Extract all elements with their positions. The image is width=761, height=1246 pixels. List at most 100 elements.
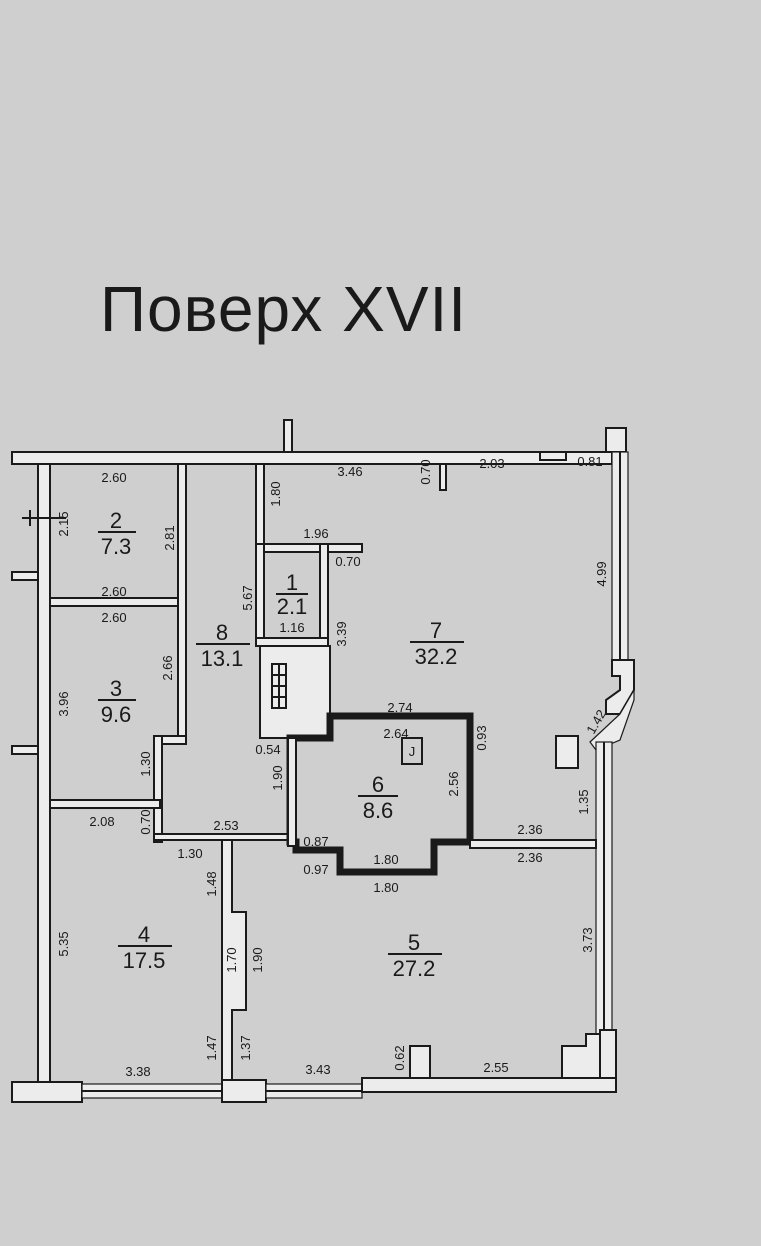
- room-number-8: 8: [216, 620, 228, 645]
- wall-pier-bottom-mid: [409, 1045, 431, 1079]
- wall-room-2-8: [177, 463, 187, 745]
- dim-label: 2.64: [383, 726, 408, 741]
- window-right-bay: [589, 687, 635, 751]
- dim-label: 2.15: [56, 511, 71, 536]
- dim-label: 2.36: [517, 850, 542, 865]
- room-area-5: 27.2: [393, 956, 436, 981]
- wall-room-6-left: [287, 737, 297, 847]
- room-number-2: 2: [110, 508, 122, 533]
- dim-label: 2.53: [213, 818, 238, 833]
- dim-label: 1.37: [238, 1035, 253, 1060]
- ventilation-block: [259, 645, 331, 739]
- wall-corner-right: [605, 659, 635, 715]
- room-label-8: 8 13.1: [196, 620, 250, 671]
- dim-label: 0.93: [474, 725, 489, 750]
- room-label-2: 2 7.3: [98, 508, 136, 559]
- wall-stub-top: [283, 419, 293, 453]
- dim-label: 3.38: [125, 1064, 150, 1079]
- dim-label: 3.46: [337, 464, 362, 479]
- wall-stub-left-2: [11, 745, 39, 755]
- dim-label: 5.35: [56, 931, 71, 956]
- room-area-4: 17.5: [123, 948, 166, 973]
- wall-room-2-3: [49, 597, 181, 607]
- room-number-3: 3: [110, 676, 122, 701]
- exterior-wall-bottom-right: [361, 1077, 617, 1093]
- exterior-wall-bottom-left: [11, 1081, 83, 1103]
- dim-label: 0.70: [335, 554, 360, 569]
- dim-label: 0.81: [577, 454, 602, 469]
- exterior-wall-top: [11, 451, 613, 465]
- wall-stub-left-1: [11, 571, 39, 581]
- dim-label: 0.70: [418, 459, 433, 484]
- dim-label: 0.70: [138, 809, 153, 834]
- room-number-5: 5: [408, 930, 420, 955]
- dim-label: 2.81: [162, 525, 177, 550]
- room-area-3: 9.6: [101, 702, 132, 727]
- dim-label: 1.80: [373, 880, 398, 895]
- dim-label: 1.90: [250, 947, 265, 972]
- dim-label: 0.54: [255, 742, 280, 757]
- wall-step-bottom-right: [561, 1033, 601, 1079]
- dim-label: 1.16: [279, 620, 304, 635]
- room-label-5: 5 27.2: [388, 930, 442, 981]
- dim-label: 3.39: [334, 621, 349, 646]
- electrical-panel: [401, 737, 423, 765]
- dim-label: 2.03: [479, 456, 504, 471]
- dim-label: 0.62: [392, 1045, 407, 1070]
- wall-room-1-right: [319, 543, 329, 645]
- room-area-2: 7.3: [101, 534, 132, 559]
- wall-room-8-7: [255, 463, 265, 545]
- dim-label: 2.56: [446, 771, 461, 796]
- dim-label: 1.90: [270, 765, 285, 790]
- wall-corner-top-right: [605, 427, 627, 453]
- wall-room-1-left: [255, 543, 265, 645]
- wall-room-1-top: [255, 543, 363, 553]
- electrical-panel-mark: J: [409, 744, 416, 759]
- wall-room-3-8: [153, 735, 163, 843]
- room-number-4: 4: [138, 922, 150, 947]
- dim-label: 2.66: [160, 655, 175, 680]
- room-area-8: 13.1: [201, 646, 244, 671]
- dim-label: 1.80: [373, 852, 398, 867]
- room-label-6: 6 8.6: [358, 772, 398, 823]
- room-area-1: 2.1: [277, 594, 308, 619]
- room-area-7: 32.2: [415, 644, 458, 669]
- dim-label: 2.55: [483, 1060, 508, 1075]
- wall-stub-room-7: [439, 463, 447, 491]
- dim-label: 1.48: [204, 871, 219, 896]
- dim-label: 2.08: [89, 814, 114, 829]
- dim-label: 2.74: [387, 700, 412, 715]
- dim-label: 5.67: [240, 585, 255, 610]
- dim-label: 0.97: [303, 862, 328, 877]
- room-number-6: 6: [372, 772, 384, 797]
- dim-label: 1.70: [224, 947, 239, 972]
- room-label-4: 4 17.5: [118, 922, 172, 973]
- room-label-3: 3 9.6: [98, 676, 136, 727]
- wall-room-4-5: [221, 839, 247, 1081]
- wall-pier-right: [555, 735, 579, 769]
- dim-label: 1.80: [268, 481, 283, 506]
- dim-label: 1.30: [138, 751, 153, 776]
- floor-title: Поверх XVII: [100, 273, 468, 345]
- wall-room-5-7: [469, 839, 597, 849]
- exterior-wall-left: [37, 463, 51, 1095]
- dim-label: 1.30: [177, 846, 202, 861]
- wall-room-3-step: [159, 735, 187, 745]
- dim-label: 3.43: [305, 1062, 330, 1077]
- room-number-1: 1: [286, 570, 298, 595]
- dim-label: 0.87: [303, 834, 328, 849]
- dim-label: 2.60: [101, 584, 126, 599]
- wall-room-1-bottom: [255, 637, 329, 647]
- dim-label: 3.96: [56, 691, 71, 716]
- dim-label: 3.73: [580, 927, 595, 952]
- dim-label: 2.36: [517, 822, 542, 837]
- dim-label: 4.99: [594, 561, 609, 586]
- room-label-7: 7 32.2: [410, 618, 464, 669]
- dimension-labels: 2.60 2.15 2.81 2.60 2.60 3.96 2.66 1.30 …: [56, 454, 609, 1079]
- room-number-7: 7: [430, 618, 442, 643]
- dim-label: 2.60: [101, 610, 126, 625]
- dim-label: 2.60: [101, 470, 126, 485]
- room-area-6: 8.6: [363, 798, 394, 823]
